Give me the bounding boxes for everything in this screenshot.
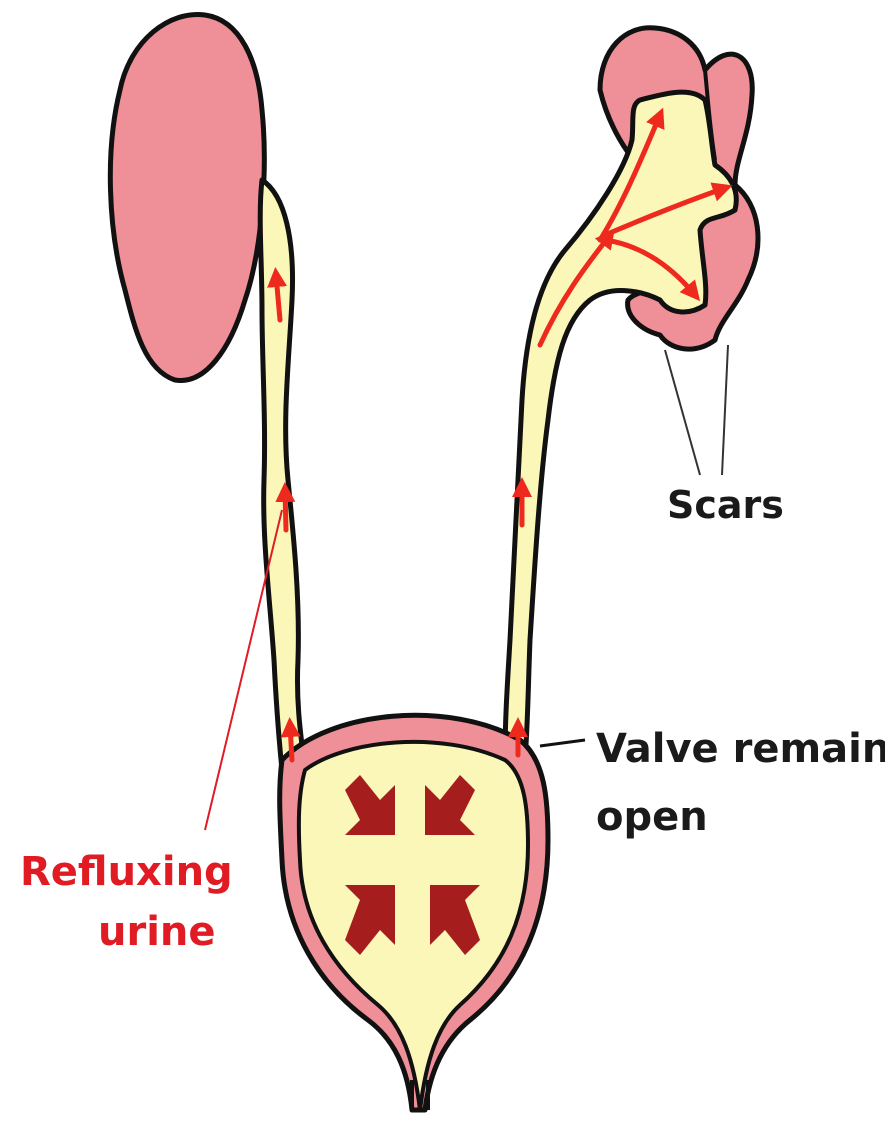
left-flow-arrow-middle <box>285 490 286 530</box>
valve-pointer <box>540 740 585 746</box>
valve-label-line1: Valve remains <box>596 726 885 772</box>
reflux-pointer <box>205 510 282 830</box>
flow-arrows <box>276 115 725 760</box>
left-flow-arrow-bottom <box>290 725 292 760</box>
bladder-lumen <box>299 742 528 1110</box>
reflux-label-line2: urine <box>98 909 216 955</box>
right-ureter-and-pelvis <box>505 92 736 760</box>
left-ureter <box>260 180 305 770</box>
reflux-label-line1: Refluxing <box>20 849 233 895</box>
valve-label-line2: open <box>596 794 708 840</box>
scars-pointer-left <box>665 350 700 475</box>
scars-label: Scars <box>667 483 784 527</box>
scars-pointer-right <box>722 345 728 475</box>
left-kidney <box>110 14 264 380</box>
